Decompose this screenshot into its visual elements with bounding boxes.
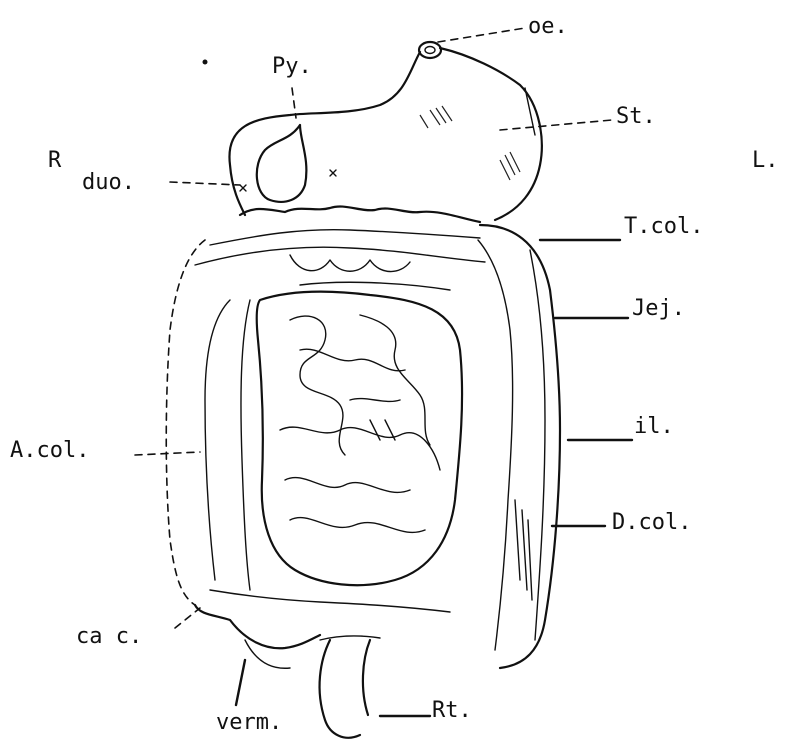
duodenum-label: duo. xyxy=(82,172,135,194)
vermiform-appendix-label: verm. xyxy=(216,712,282,734)
jejunum-label: Jej. xyxy=(632,298,685,320)
small-intestine-coils xyxy=(257,292,462,585)
appendix xyxy=(236,660,245,705)
descending-colon-label: D.col. xyxy=(612,512,691,534)
ascending-colon xyxy=(166,240,250,605)
rectum-label: Rt. xyxy=(432,700,472,722)
ileum-label: il. xyxy=(634,416,674,438)
oesophagus-label: oe. xyxy=(528,16,568,38)
ascending-colon-label: A.col. xyxy=(10,440,89,462)
descending-colon xyxy=(478,225,560,668)
stomach-label: St. xyxy=(616,106,656,128)
rectum xyxy=(320,636,380,738)
transverse-colon xyxy=(195,206,485,290)
right-side-label: R xyxy=(48,150,61,172)
pylorus-label: Py. xyxy=(272,56,312,78)
duodenum xyxy=(240,125,336,202)
caecum-label: ca c. xyxy=(76,626,142,648)
left-side-label: L. xyxy=(752,150,779,172)
transverse-colon-label: T.col. xyxy=(624,216,703,238)
stray-dot xyxy=(203,60,208,65)
